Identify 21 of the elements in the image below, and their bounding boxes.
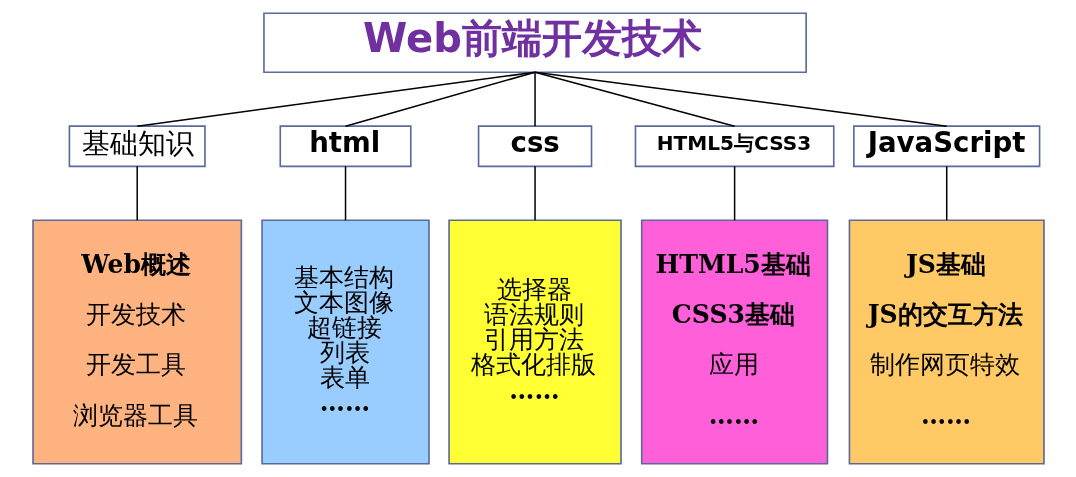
connector <box>533 71 947 127</box>
connector <box>533 71 735 127</box>
node-box: 选择器 语法规则 引用方法 格式化排版 …… <box>447 219 622 465</box>
node-box: html <box>278 125 412 168</box>
connector <box>135 165 138 222</box>
connector <box>945 165 947 222</box>
connector <box>533 71 536 127</box>
node-box: Web概述 开发技术 开发工具 浏览器工具 <box>31 219 242 465</box>
connector <box>344 165 346 222</box>
connector <box>733 165 735 222</box>
node-box: 基础知识 <box>68 125 206 168</box>
node-box: JS基础 JS的交互方法 制作网页特效 …… <box>848 219 1045 465</box>
node-box: JavaScript <box>852 125 1040 168</box>
connector <box>344 71 536 127</box>
node-box: HTML5与CSS3 <box>634 125 835 168</box>
node-box: HTML5基础 CSS3基础 应用 …… <box>640 219 828 465</box>
node-box: 基本结构 文本图像 超链接 列表 表单 …… <box>260 219 430 465</box>
node-box: Web前端开发技术 <box>262 12 807 73</box>
connector <box>533 165 536 222</box>
node-box: css <box>477 125 592 168</box>
connector <box>135 71 536 127</box>
